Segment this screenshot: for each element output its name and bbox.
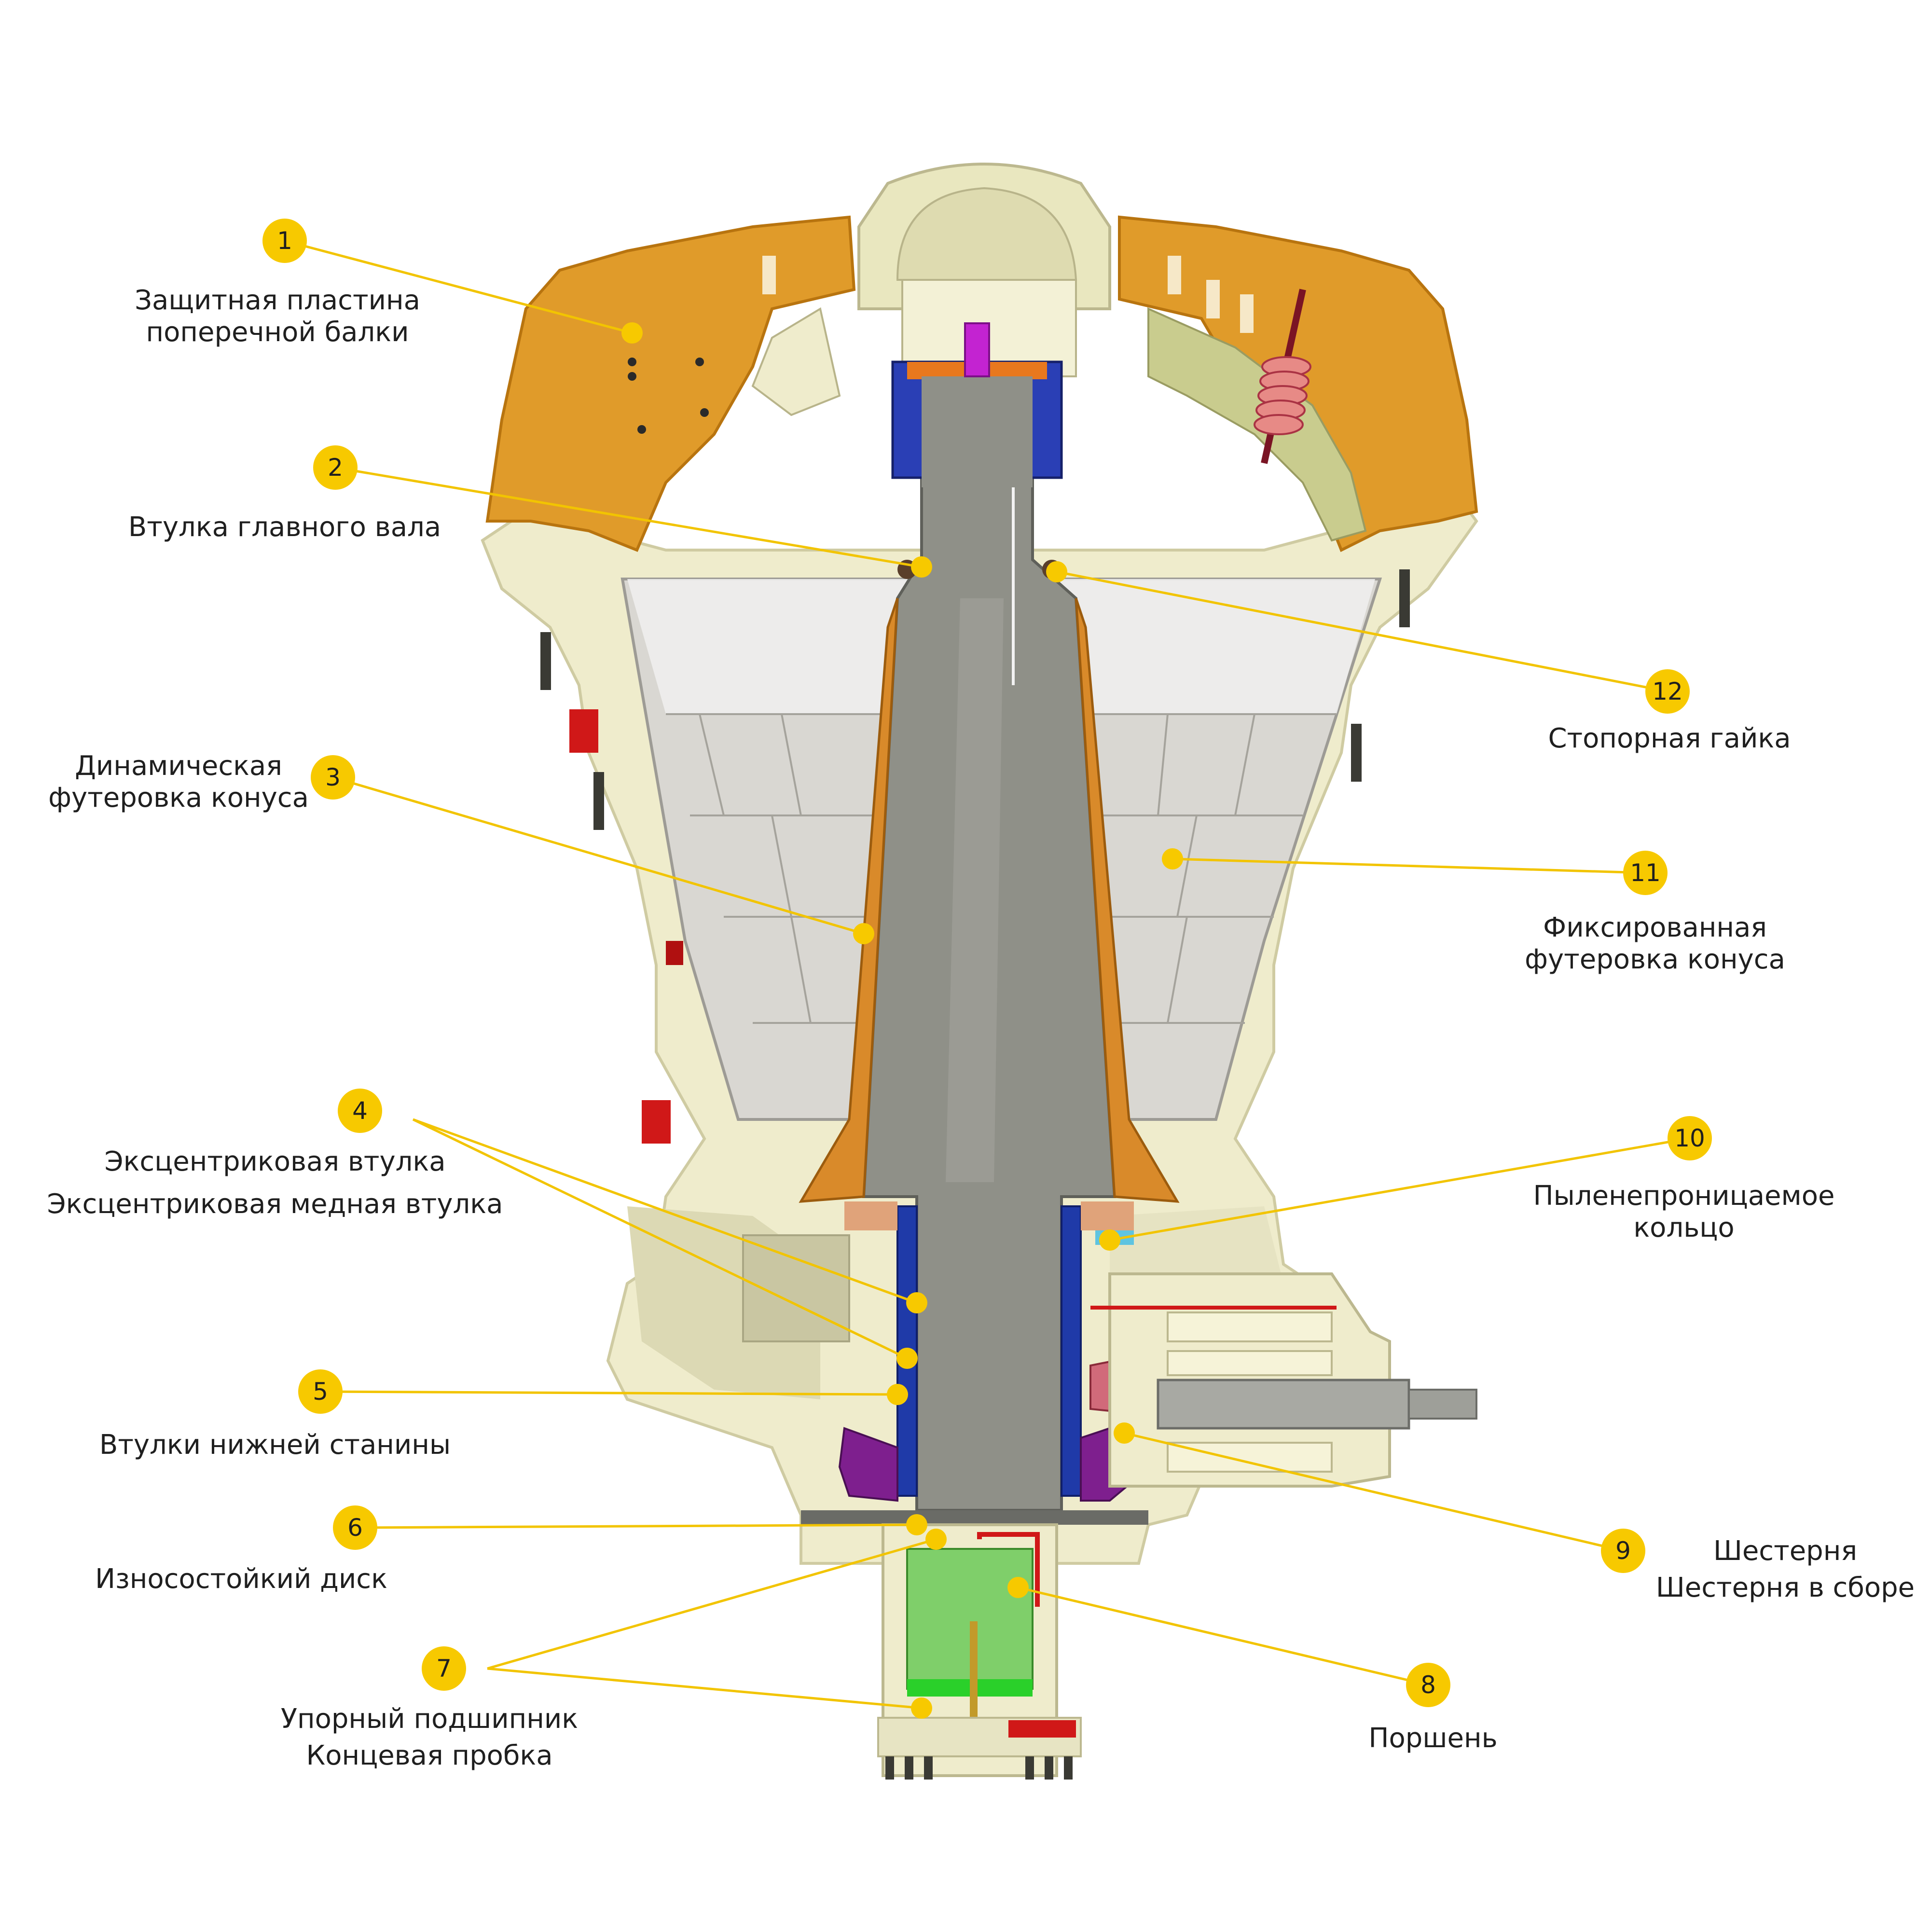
- label-8: Поршень: [1368, 1723, 1498, 1754]
- leader-line: [412, 1118, 908, 1360]
- gear-left: [838, 1427, 898, 1502]
- callout-badge-8: 8: [1406, 1663, 1450, 1707]
- leader-line: [320, 1390, 898, 1396]
- part-marker-dot: [1007, 1577, 1029, 1598]
- dynamic-mantle-left: [799, 598, 899, 1203]
- top-shaft-core: [922, 376, 1033, 487]
- bottom-plate: [801, 1510, 1148, 1525]
- callout-badge-1: 1: [262, 219, 307, 263]
- part-marker-dot: [1162, 848, 1183, 869]
- leader-line: [1018, 1586, 1429, 1686]
- leader-line: [1124, 1432, 1624, 1552]
- callout-badge-9: 9: [1601, 1529, 1645, 1573]
- guard-bolt-hole: [628, 358, 636, 366]
- guard-bolt-hole: [695, 358, 704, 366]
- guard-bolt-hole: [700, 408, 709, 417]
- leader-line: [355, 1523, 917, 1529]
- part-marker-dot: [1099, 1229, 1120, 1251]
- part-marker-dot: [1046, 561, 1067, 582]
- shaft-highlight: [946, 598, 1004, 1182]
- callout-badge-3: 3: [311, 755, 355, 800]
- lower-frame-block: [742, 1234, 850, 1342]
- label-2: Втулка главного вала: [128, 511, 441, 543]
- part-marker-dot: [1114, 1422, 1135, 1444]
- dust-seal-right: [1081, 1201, 1134, 1230]
- oil-line: [977, 1532, 1040, 1607]
- side-red-indicator: [666, 941, 683, 965]
- callout-badge-11: 11: [1623, 851, 1668, 895]
- guard-slot: [1240, 294, 1254, 333]
- side-stud: [1399, 569, 1410, 627]
- side-stud: [1351, 724, 1362, 782]
- part-marker-dot: [896, 1348, 918, 1369]
- leader-line: [332, 776, 864, 935]
- end-cap-bolts: [885, 1756, 1073, 1780]
- guard-slot: [1206, 280, 1220, 318]
- leader-lines: [284, 239, 1690, 1710]
- part-marker-dot: [853, 923, 874, 944]
- spring-assembly: [1254, 289, 1311, 464]
- guard-bolt-hole: [637, 425, 646, 434]
- top-shaft-pin: [964, 322, 990, 377]
- guard-inner-left: [751, 307, 841, 416]
- dust-seal-left: [844, 1201, 897, 1230]
- guard-slot: [1168, 256, 1181, 294]
- pinion-shaft-end: [1408, 1389, 1477, 1420]
- label-6: Износостойкий диск: [95, 1563, 387, 1595]
- callout-badge-10: 10: [1668, 1116, 1712, 1160]
- callout-badge-6: 6: [333, 1505, 377, 1550]
- dynamic-mantle-right: [1075, 598, 1180, 1203]
- leader-line: [1056, 570, 1668, 693]
- part-marker-dot: [911, 1697, 932, 1719]
- label-5: Втулки нижней станины: [99, 1429, 451, 1461]
- leader-line: [487, 1667, 922, 1710]
- pinion-housing-ribs: [1167, 1311, 1333, 1473]
- part-marker-dot: [887, 1384, 908, 1405]
- side-red-indicator: [569, 709, 598, 753]
- end-cap-red: [1008, 1720, 1076, 1738]
- part-marker-dot: [906, 1514, 927, 1535]
- part-marker-dot: [925, 1529, 947, 1550]
- pinion-shaft: [1157, 1379, 1410, 1430]
- side-red-indicator: [642, 1100, 671, 1144]
- part-marker-dot: [621, 322, 643, 344]
- label-12: Стопорная гайка: [1548, 723, 1791, 754]
- leader-line: [487, 1538, 937, 1670]
- callout-badge-5: 5: [298, 1369, 343, 1414]
- part-marker-dot: [906, 1292, 927, 1313]
- callout-badge-7: 7: [422, 1646, 466, 1691]
- side-stud: [593, 772, 604, 830]
- side-stud: [540, 632, 551, 690]
- leader-line: [284, 239, 633, 334]
- leader-line: [1109, 1137, 1690, 1242]
- eccentric-bushing-right: [1061, 1205, 1082, 1497]
- callout-badge-4: 4: [338, 1089, 382, 1133]
- part-markers: [621, 322, 1183, 1719]
- top-cap-dome: [896, 187, 1077, 281]
- callout-badge-2: 2: [313, 445, 358, 490]
- piston-rod: [970, 1621, 978, 1727]
- part-marker-dot: [911, 556, 932, 578]
- leader-line: [1172, 857, 1646, 874]
- guard-bolt-hole: [628, 372, 636, 381]
- guard-slot: [762, 256, 776, 294]
- leader-line: [335, 466, 922, 568]
- leader-line: [413, 1118, 917, 1304]
- callout-badge-12: 12: [1645, 669, 1690, 714]
- guard-plate-left: [485, 215, 856, 552]
